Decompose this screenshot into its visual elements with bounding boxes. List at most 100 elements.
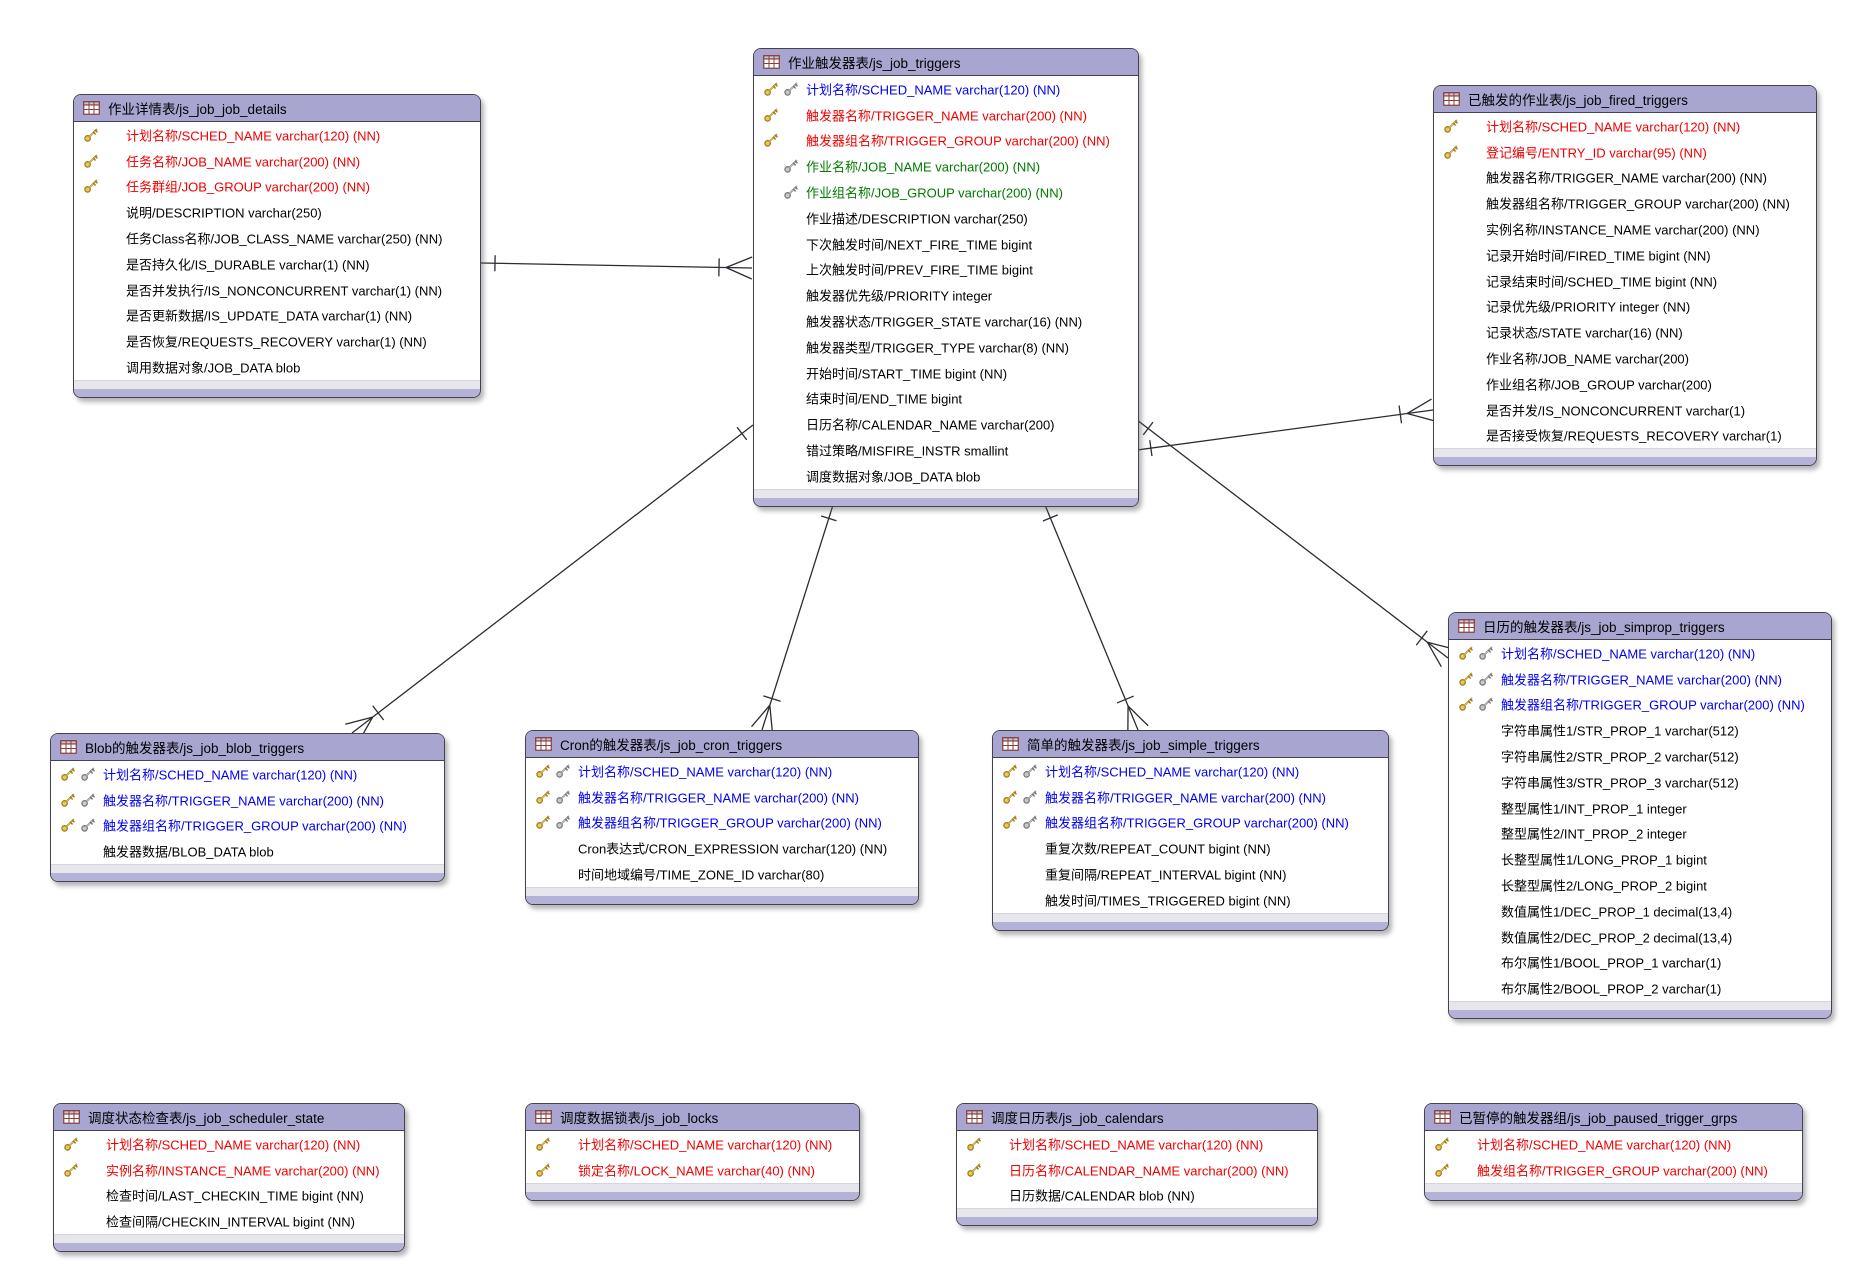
field-row[interactable]: 字符串属性2/STR_PROP_2 varchar(512) [1449, 743, 1831, 769]
table-js_job_simple_triggers[interactable]: 简单的触发器表/js_job_simple_triggers 计划名称/SCHE… [992, 730, 1389, 931]
field-row[interactable]: 日历名称/CALENDAR_NAME varchar(200) (NN) [957, 1157, 1317, 1183]
field-row[interactable]: 触发器组名称/TRIGGER_GROUP varchar(200) (NN) [1434, 190, 1816, 216]
table-js_job_cron_triggers[interactable]: Cron的触发器表/js_job_cron_triggers 计划名称/SCHE… [525, 730, 919, 905]
field-row[interactable]: 检查间隔/CHECKIN_INTERVAL bigint (NN) [54, 1208, 404, 1234]
table-js_job_job_details[interactable]: 作业详情表/js_job_job_details 计划名称/SCHED_NAME… [73, 94, 481, 398]
field-row[interactable]: 布尔属性2/BOOL_PROP_2 varchar(1) [1449, 975, 1831, 1001]
field-row[interactable]: 计划名称/SCHED_NAME varchar(120) (NN) [754, 76, 1138, 102]
field-row[interactable]: Cron表达式/CRON_EXPRESSION varchar(120) (NN… [526, 835, 918, 861]
field-row[interactable]: 字符串属性3/STR_PROP_3 varchar(512) [1449, 769, 1831, 795]
field-row[interactable]: 触发器数据/BLOB_DATA blob [51, 838, 444, 864]
field-row[interactable]: 实例名称/INSTANCE_NAME varchar(200) (NN) [1434, 216, 1816, 242]
field-row[interactable]: 触发器优先级/PRIORITY integer [754, 282, 1138, 308]
table-js_job_locks[interactable]: 调度数据锁表/js_job_locks 计划名称/SCHED_NAME varc… [525, 1103, 860, 1201]
table-js_job_scheduler_state[interactable]: 调度状态检查表/js_job_scheduler_state 计划名称/SCHE… [53, 1103, 405, 1253]
field-row[interactable]: 调用数据对象/JOB_DATA blob [74, 354, 480, 380]
field-row[interactable]: 重复次数/REPEAT_COUNT bigint (NN) [993, 835, 1388, 861]
table-header-js_job_simple_triggers[interactable]: 简单的触发器表/js_job_simple_triggers [993, 731, 1388, 758]
field-row[interactable]: 触发器名称/TRIGGER_NAME varchar(200) (NN) [526, 784, 918, 810]
field-row[interactable]: 触发器组名称/TRIGGER_GROUP varchar(200) (NN) [526, 810, 918, 836]
table-header-js_job_job_details[interactable]: 作业详情表/js_job_job_details [74, 95, 480, 122]
field-row[interactable]: 登记编号/ENTRY_ID varchar(95) (NN) [1434, 139, 1816, 165]
field-row[interactable]: 触发器组名称/TRIGGER_GROUP varchar(200) (NN) [993, 810, 1388, 836]
field-row[interactable]: 检查时间/LAST_CHECKIN_TIME bigint (NN) [54, 1183, 404, 1209]
field-row[interactable]: 触发器状态/TRIGGER_STATE varchar(16) (NN) [754, 308, 1138, 334]
table-header-js_job_simprop_triggers[interactable]: 日历的触发器表/js_job_simprop_triggers [1449, 613, 1831, 640]
field-row[interactable]: 触发器名称/TRIGGER_NAME varchar(200) (NN) [1434, 165, 1816, 191]
field-row[interactable]: 长整型属性1/LONG_PROP_1 bigint [1449, 846, 1831, 872]
field-row[interactable]: 长整型属性2/LONG_PROP_2 bigint [1449, 872, 1831, 898]
field-row[interactable]: 调度数据对象/JOB_DATA blob [754, 463, 1138, 489]
field-row[interactable]: 实例名称/INSTANCE_NAME varchar(200) (NN) [54, 1157, 404, 1183]
field-row[interactable]: 计划名称/SCHED_NAME varchar(120) (NN) [1425, 1131, 1802, 1157]
field-row[interactable]: 触发器组名称/TRIGGER_GROUP varchar(200) (NN) [754, 128, 1138, 154]
field-row[interactable]: 是否恢复/REQUESTS_RECOVERY varchar(1) (NN) [74, 328, 480, 354]
field-row[interactable]: 作业组名称/JOB_GROUP varchar(200) [1434, 371, 1816, 397]
field-row[interactable]: 上次触发时间/PREV_FIRE_TIME bigint [754, 257, 1138, 283]
field-row[interactable]: 数值属性1/DEC_PROP_1 decimal(13,4) [1449, 898, 1831, 924]
field-row[interactable]: 是否更新数据/IS_UPDATE_DATA varchar(1) (NN) [74, 303, 480, 329]
table-header-js_job_scheduler_state[interactable]: 调度状态检查表/js_job_scheduler_state [54, 1104, 404, 1131]
field-row[interactable]: 计划名称/SCHED_NAME varchar(120) (NN) [1449, 640, 1831, 666]
field-row[interactable]: 任务群组/JOB_GROUP varchar(200) (NN) [74, 174, 480, 200]
field-row[interactable]: 触发器名称/TRIGGER_NAME varchar(200) (NN) [993, 784, 1388, 810]
field-row[interactable]: 日历数据/CALENDAR blob (NN) [957, 1183, 1317, 1209]
field-row[interactable]: 作业组名称/JOB_GROUP varchar(200) (NN) [754, 179, 1138, 205]
field-row[interactable]: 计划名称/SCHED_NAME varchar(120) (NN) [957, 1131, 1317, 1157]
table-header-js_job_calendars[interactable]: 调度日历表/js_job_calendars [957, 1104, 1317, 1131]
table-js_job_blob_triggers[interactable]: Blob的触发器表/js_job_blob_triggers 计划名称/SCHE… [50, 733, 445, 883]
field-row[interactable]: 计划名称/SCHED_NAME varchar(120) (NN) [1434, 113, 1816, 139]
field-row[interactable]: 触发器名称/TRIGGER_NAME varchar(200) (NN) [754, 102, 1138, 128]
table-header-js_job_triggers[interactable]: 作业触发器表/js_job_triggers [754, 49, 1138, 76]
field-row[interactable]: 是否接受恢复/REQUESTS_RECOVERY varchar(1) [1434, 423, 1816, 449]
field-row[interactable]: 计划名称/SCHED_NAME varchar(120) (NN) [51, 761, 444, 787]
table-js_job_triggers[interactable]: 作业触发器表/js_job_triggers 计划名称/SCHED_NAME v… [753, 48, 1139, 507]
field-row[interactable]: 任务名称/JOB_NAME varchar(200) (NN) [74, 148, 480, 174]
field-row[interactable]: 锁定名称/LOCK_NAME varchar(40) (NN) [526, 1157, 859, 1183]
field-row[interactable]: 整型属性2/INT_PROP_2 integer [1449, 821, 1831, 847]
table-header-js_job_paused_trigger_grps[interactable]: 已暂停的触发器组/js_job_paused_trigger_grps [1425, 1104, 1802, 1131]
field-row[interactable]: 记录状态/STATE varchar(16) (NN) [1434, 319, 1816, 345]
field-row[interactable]: 作业名称/JOB_NAME varchar(200) (NN) [754, 153, 1138, 179]
field-row[interactable]: 时间地域编号/TIME_ZONE_ID varchar(80) [526, 861, 918, 887]
field-row[interactable]: 触发器组名称/TRIGGER_GROUP varchar(200) (NN) [1449, 692, 1831, 718]
table-header-js_job_fired_triggers[interactable]: 已触发的作业表/js_job_fired_triggers [1434, 86, 1816, 113]
field-row[interactable]: 计划名称/SCHED_NAME varchar(120) (NN) [74, 122, 480, 148]
field-row[interactable]: 触发组名称/TRIGGER_GROUP varchar(200) (NN) [1425, 1157, 1802, 1183]
table-js_job_simprop_triggers[interactable]: 日历的触发器表/js_job_simprop_triggers 计划名称/SCH… [1448, 612, 1832, 1020]
table-js_job_fired_triggers[interactable]: 已触发的作业表/js_job_fired_triggers 计划名称/SCHED… [1433, 85, 1817, 467]
field-row[interactable]: 是否并发/IS_NONCONCURRENT varchar(1) [1434, 397, 1816, 423]
field-row[interactable]: 任务Class名称/JOB_CLASS_NAME varchar(250) (N… [74, 225, 480, 251]
field-row[interactable]: 整型属性1/INT_PROP_1 integer [1449, 795, 1831, 821]
field-row[interactable]: 是否持久化/IS_DURABLE varchar(1) (NN) [74, 251, 480, 277]
field-row[interactable]: 下次触发时间/NEXT_FIRE_TIME bigint [754, 231, 1138, 257]
table-js_job_calendars[interactable]: 调度日历表/js_job_calendars 计划名称/SCHED_NAME v… [956, 1103, 1318, 1227]
field-row[interactable]: 重复间隔/REPEAT_INTERVAL bigint (NN) [993, 861, 1388, 887]
field-row[interactable]: 计划名称/SCHED_NAME varchar(120) (NN) [993, 758, 1388, 784]
field-row[interactable]: 作业描述/DESCRIPTION varchar(250) [754, 205, 1138, 231]
table-header-js_job_blob_triggers[interactable]: Blob的触发器表/js_job_blob_triggers [51, 734, 444, 761]
field-row[interactable]: 是否并发执行/IS_NONCONCURRENT varchar(1) (NN) [74, 277, 480, 303]
field-row[interactable]: 触发器类型/TRIGGER_TYPE varchar(8) (NN) [754, 334, 1138, 360]
field-row[interactable]: 触发器组名称/TRIGGER_GROUP varchar(200) (NN) [51, 813, 444, 839]
field-row[interactable]: 计划名称/SCHED_NAME varchar(120) (NN) [526, 1131, 859, 1157]
field-row[interactable]: 触发器名称/TRIGGER_NAME varchar(200) (NN) [1449, 666, 1831, 692]
field-row[interactable]: 记录结束时间/SCHED_TIME bigint (NN) [1434, 268, 1816, 294]
field-row[interactable]: 记录开始时间/FIRED_TIME bigint (NN) [1434, 242, 1816, 268]
field-row[interactable]: 字符串属性1/STR_PROP_1 varchar(512) [1449, 717, 1831, 743]
field-row[interactable]: 数值属性2/DEC_PROP_2 decimal(13,4) [1449, 924, 1831, 950]
field-row[interactable]: 记录优先级/PRIORITY integer (NN) [1434, 294, 1816, 320]
field-row[interactable]: 结束时间/END_TIME bigint [754, 386, 1138, 412]
field-row[interactable]: 说明/DESCRIPTION varchar(250) [74, 199, 480, 225]
table-header-js_job_locks[interactable]: 调度数据锁表/js_job_locks [526, 1104, 859, 1131]
field-row[interactable]: 布尔属性1/BOOL_PROP_1 varchar(1) [1449, 950, 1831, 976]
field-row[interactable]: 触发器名称/TRIGGER_NAME varchar(200) (NN) [51, 787, 444, 813]
field-row[interactable]: 计划名称/SCHED_NAME varchar(120) (NN) [526, 758, 918, 784]
field-row[interactable]: 错过策略/MISFIRE_INSTR smallint [754, 437, 1138, 463]
field-row[interactable]: 触发时间/TIMES_TRIGGERED bigint (NN) [993, 887, 1388, 913]
table-js_job_paused_trigger_grps[interactable]: 已暂停的触发器组/js_job_paused_trigger_grps 计划名称… [1424, 1103, 1803, 1201]
field-row[interactable]: 开始时间/START_TIME bigint (NN) [754, 360, 1138, 386]
table-header-js_job_cron_triggers[interactable]: Cron的触发器表/js_job_cron_triggers [526, 731, 918, 758]
field-row[interactable]: 日历名称/CALENDAR_NAME varchar(200) [754, 411, 1138, 437]
field-row[interactable]: 作业名称/JOB_NAME varchar(200) [1434, 345, 1816, 371]
